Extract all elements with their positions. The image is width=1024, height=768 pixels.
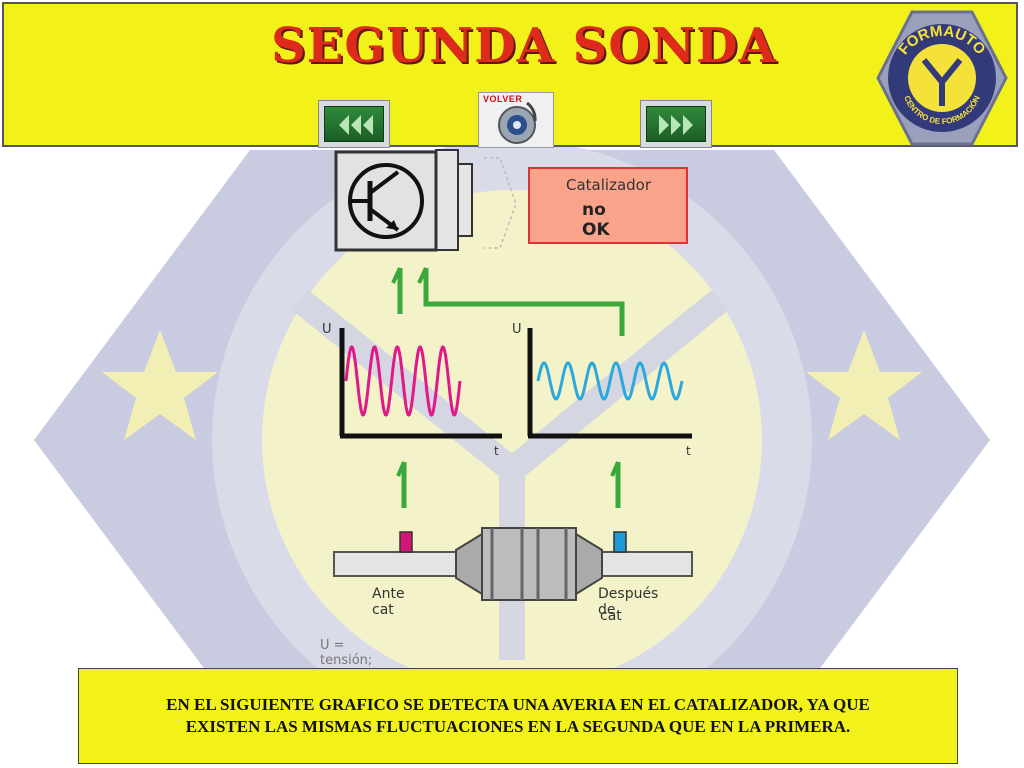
- catalyst-status-box: [528, 167, 688, 244]
- pre-cat-signal-wave: [344, 345, 462, 417]
- transistor-icon: [348, 163, 424, 239]
- next-slide-button[interactable]: [640, 100, 712, 148]
- status-line-2: no OK: [582, 200, 610, 240]
- left-graph-y-label: U: [322, 322, 332, 337]
- rewind-arrows-icon: [339, 115, 373, 135]
- left-graph-x-label: t: [494, 444, 499, 458]
- formauto-logo: FORMAUTO CENTRO DE FORMACIÓN: [876, 10, 1008, 146]
- right-graph-y-label: U: [512, 322, 522, 337]
- post-cat-signal-wave: [536, 361, 684, 401]
- right-voltage-graph: [527, 328, 692, 439]
- caption-line-1: EN EL SIGUIENTE GRAFICO SE DETECTA UNA A…: [166, 695, 870, 714]
- header-bar: SEGUNDA SONDA VOLVER: [2, 2, 1018, 148]
- back-disc-icon: [498, 101, 537, 144]
- pre-cat-sensor: [399, 531, 413, 553]
- explanation-caption: EN EL SIGUIENTE GRAFICO SE DETECTA UNA A…: [78, 668, 958, 764]
- status-line-1: Catalizador: [566, 176, 652, 194]
- sensor-before-label: Ante cat: [372, 586, 405, 618]
- right-graph-x-label: t: [686, 444, 691, 458]
- page-title: SEGUNDA SONDA: [271, 18, 777, 74]
- diagram-canvas: [333, 149, 693, 601]
- volver-button[interactable]: VOLVER: [478, 92, 554, 148]
- volver-label: VOLVER: [483, 94, 523, 104]
- forward-arrows-icon: [659, 115, 693, 135]
- left-voltage-graph: [339, 328, 502, 439]
- sensor-after-label-line2: cat: [600, 608, 622, 624]
- caption-line-2: EXISTEN LAS MISMAS FLUCTUACIONES EN LA S…: [185, 717, 851, 736]
- previous-slide-button[interactable]: [318, 100, 390, 148]
- post-cat-sensor: [613, 531, 627, 553]
- exhaust-catalyst: [333, 527, 693, 601]
- sensor-after-label-line1: Después de: [598, 586, 659, 618]
